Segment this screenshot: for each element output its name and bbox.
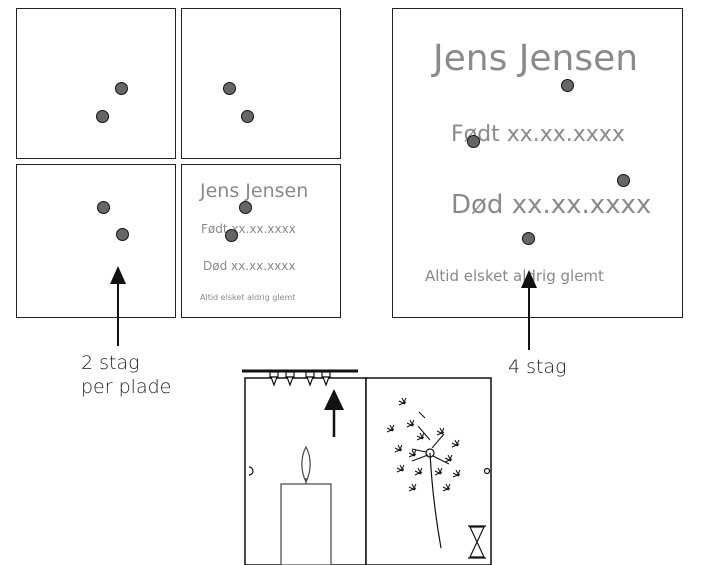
label-four-stays: 4 stag	[508, 356, 567, 378]
small-plate-bottom-left	[16, 164, 176, 318]
stay-dot	[522, 232, 535, 245]
stay-bolt-icon	[269, 371, 331, 387]
small-plate-top-right	[181, 8, 341, 159]
stay-dot	[225, 229, 238, 242]
large-plate	[392, 8, 683, 318]
small-plate-top-left	[16, 8, 176, 159]
stay-dot	[97, 201, 110, 214]
arrow-up-icon	[110, 266, 126, 346]
small-plate-born: Født xx.xx.xxxx	[201, 222, 296, 236]
stay-dot	[115, 82, 128, 95]
stay-dot	[241, 110, 254, 123]
large-plate-name: Jens Jensen	[433, 38, 639, 79]
dandelion-icon	[386, 397, 461, 549]
stay-dot	[239, 201, 252, 214]
stay-dot	[96, 110, 109, 123]
large-plate-died: Død xx.xx.xxxx	[451, 190, 652, 220]
stay-dot	[617, 174, 630, 187]
stay-dot	[223, 82, 236, 95]
stay-dot	[561, 79, 574, 92]
arrow-up-icon	[324, 389, 344, 437]
large-plate-born: Født xx.xx.xxxx	[451, 122, 625, 147]
hourglass-icon	[468, 525, 486, 559]
small-plate-died: Død xx.xx.xxxx	[203, 259, 296, 273]
label-two-stays-line2: per plade	[81, 376, 172, 398]
large-plate-motto: Altid elsket aldrig glemt	[425, 267, 604, 285]
stay-dot	[467, 135, 480, 148]
mounting-illustration	[242, 369, 492, 565]
stay-dot	[116, 228, 129, 241]
label-two-stays-line1: 2 stag	[81, 352, 140, 374]
small-plate-name: Jens Jensen	[200, 180, 309, 202]
small-plate-motto: Altid elsket aldrig glemt	[200, 293, 296, 302]
arrow-up-icon	[521, 270, 537, 350]
small-plate-bottom-right	[181, 164, 341, 318]
candle-icon	[280, 445, 332, 565]
